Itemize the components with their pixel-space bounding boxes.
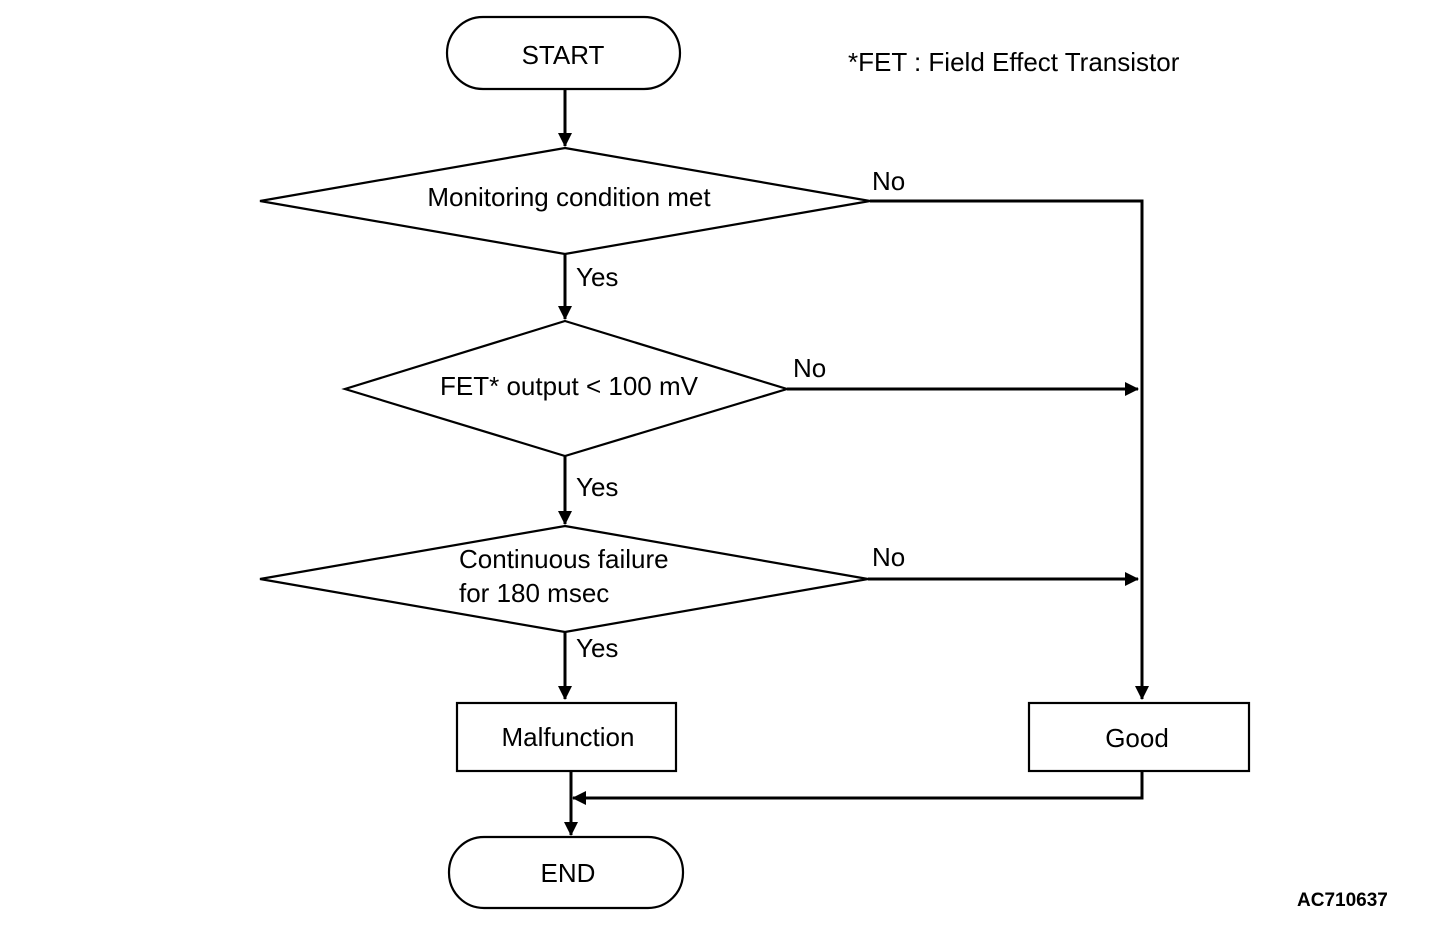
footnote: *FET : Field Effect Transistor [848,47,1180,77]
good-node: Good [1027,701,1251,773]
decision-fet-label: FET* output < 100 mV [440,371,699,401]
decision-continuous: Continuous failure for 180 msec [259,524,869,634]
edge-good-to-end [572,771,1144,805]
decision-fet: FET* output < 100 mV [341,319,791,458]
edge-monitoring-yes-label: Yes [576,262,618,292]
edge-fet-no-label: No [793,353,826,383]
start-node: START [445,15,682,91]
good-label: Good [1105,723,1169,753]
edge-monitoring-no [870,199,1149,700]
decision-continuous-label-line1: Continuous failure [459,544,669,574]
edge-continuous-yes-label: Yes [576,633,618,663]
reference-code: AC710637 [1297,890,1388,911]
edge-monitoring-no-label: No [872,166,905,196]
malfunction-node: Malfunction [455,701,678,773]
start-label: START [522,40,605,70]
decision-monitoring-label: Monitoring condition met [427,182,711,212]
decision-continuous-label-line2: for 180 msec [459,578,609,608]
malfunction-label: Malfunction [502,722,635,752]
decision-monitoring: Monitoring condition met [259,146,871,256]
end-label: END [541,858,596,888]
end-node: END [447,835,685,910]
edge-fet-yes-label: Yes [576,472,618,502]
edge-continuous-no-label: No [872,542,905,572]
